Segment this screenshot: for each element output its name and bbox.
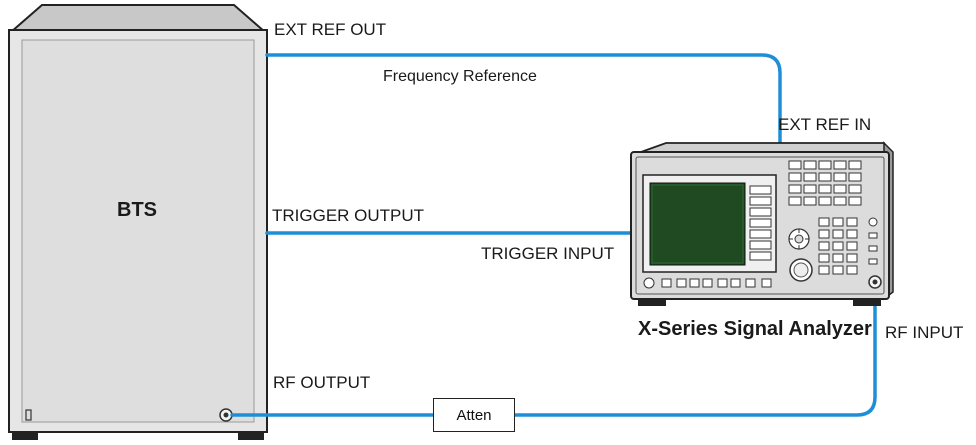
rf-output-label: RF OUTPUT	[273, 373, 371, 392]
bts-indicator	[25, 409, 32, 421]
bts-label: BTS	[117, 199, 157, 221]
bts-foot-left	[12, 432, 38, 440]
frequency-reference-label: Frequency Reference	[383, 68, 537, 85]
analyzer-keypad-top	[788, 160, 862, 206]
analyzer-numeric-keypad	[818, 217, 858, 275]
analyzer-nav-pad	[788, 228, 810, 250]
bts-cabinet	[8, 4, 268, 440]
analyzer-screen	[649, 182, 746, 266]
analyzer-label: X-Series Signal Analyzer	[638, 318, 872, 340]
analyzer-softkeys	[749, 185, 772, 261]
analyzer-top	[640, 142, 890, 153]
cables	[230, 53, 877, 417]
analyzer-foot-left	[638, 299, 666, 306]
signal-analyzer	[630, 141, 894, 306]
cable-atten-to-rf-in	[513, 285, 877, 417]
bts-foot-right	[238, 432, 264, 440]
rf-input-label: RF INPUT	[885, 323, 964, 342]
analyzer-front-inner	[635, 156, 885, 295]
analyzer-knob	[789, 258, 813, 282]
analyzer-bottom-buttons	[643, 277, 772, 289]
ext-ref-in-label: EXT REF IN	[778, 115, 872, 134]
cable-frequency-reference	[265, 53, 782, 144]
analyzer-right-controls	[868, 217, 878, 265]
bts-cabinet-top	[8, 4, 268, 33]
attenuator: Atten	[433, 398, 515, 432]
bts-rf-output-connector	[219, 408, 233, 422]
analyzer-rf-input-connector	[868, 275, 882, 289]
analyzer-foot-right	[853, 299, 881, 306]
attenuator-label: Atten	[456, 406, 492, 424]
trigger-output-label: TRIGGER OUTPUT	[272, 206, 425, 225]
bts-cabinet-panel	[21, 39, 255, 423]
ext-ref-out-label: EXT REF OUT	[274, 20, 387, 39]
trigger-input-label: TRIGGER INPUT	[481, 244, 615, 263]
